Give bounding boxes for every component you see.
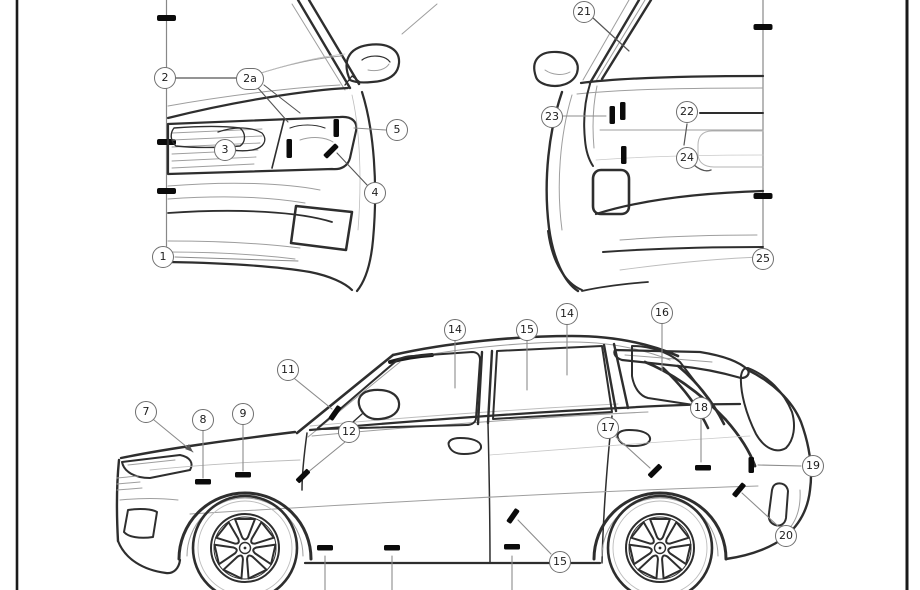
side-profile-view	[115, 323, 813, 590]
headlight	[166, 115, 358, 176]
front-wheel	[191, 494, 299, 590]
callout-18: 18	[690, 397, 712, 419]
leader-arrowhead	[185, 444, 193, 452]
page-frame	[15, 0, 909, 590]
side-mirror	[345, 43, 401, 84]
callout-17: 17	[597, 417, 619, 439]
leader-lines	[174, 77, 387, 262]
callout-14-front: 14	[444, 319, 466, 341]
leader-lines	[153, 323, 802, 590]
callout-2: 2	[154, 67, 176, 89]
callout-24: 24	[676, 147, 698, 169]
clip-marks	[609, 102, 627, 164]
fog-lamp	[123, 507, 158, 539]
callout-3: 3	[214, 139, 236, 161]
callout-15-roof: 15	[516, 319, 538, 341]
side-mirror	[533, 50, 579, 88]
callout-1: 1	[152, 246, 174, 268]
rear-door-handle	[616, 429, 652, 447]
callout-21: 21	[573, 1, 595, 23]
callout-20: 20	[775, 525, 797, 547]
callout-19: 19	[802, 455, 824, 477]
clip-marks	[286, 119, 339, 159]
leader-lines	[562, 16, 712, 172]
callout-22: 22	[676, 101, 698, 123]
side-mirror	[357, 388, 401, 421]
callout-5: 5	[386, 119, 408, 141]
rear-wheel	[606, 494, 714, 590]
callout-9: 9	[232, 403, 254, 425]
cowl-door-view	[533, 0, 773, 293]
fog-lamp	[289, 204, 354, 252]
callout-12: 12	[338, 421, 360, 443]
reference-tick-marks	[157, 15, 176, 194]
clip-marks	[195, 405, 754, 551]
door-pocket	[591, 168, 631, 216]
callout-7: 7	[135, 401, 157, 423]
callout-8: 8	[192, 409, 214, 431]
callout-25: 25	[752, 248, 774, 270]
callout-2a: 2a	[236, 68, 264, 90]
callout-11: 11	[277, 359, 299, 381]
callout-14-rear: 14	[556, 303, 578, 325]
callout-4: 4	[364, 182, 386, 204]
callout-15-rocker: 15	[549, 551, 571, 573]
rear-quarter-glass	[739, 367, 795, 452]
tail-lamp	[767, 482, 789, 527]
headlight	[121, 454, 193, 479]
callout-16: 16	[651, 302, 673, 324]
front-door-handle	[447, 437, 483, 455]
callout-23: 23	[541, 106, 563, 128]
reference-tick-marks	[753, 24, 773, 199]
front-corner-view	[157, 0, 438, 293]
front-door-window	[316, 351, 481, 430]
